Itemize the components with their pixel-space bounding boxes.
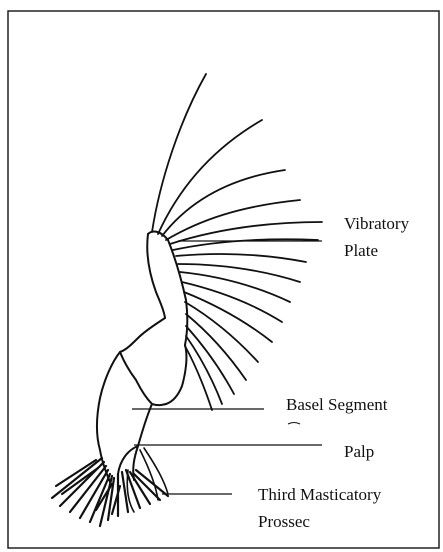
- tilde-mark: [288, 423, 300, 425]
- label-palp: Palp: [344, 441, 374, 463]
- label-basal-segment: Basel Segment: [286, 394, 388, 416]
- leader-lines: [132, 241, 322, 494]
- vibratory-setae: [152, 74, 322, 410]
- masticatory-bristles: [52, 458, 168, 526]
- label-masticatory-line1: Third Masticatory: [258, 484, 381, 506]
- label-vibratory-line2: Plate: [344, 240, 378, 262]
- label-vibratory-line1: Vibratory: [344, 213, 409, 235]
- label-masticatory-line2: Prossec: [258, 511, 310, 533]
